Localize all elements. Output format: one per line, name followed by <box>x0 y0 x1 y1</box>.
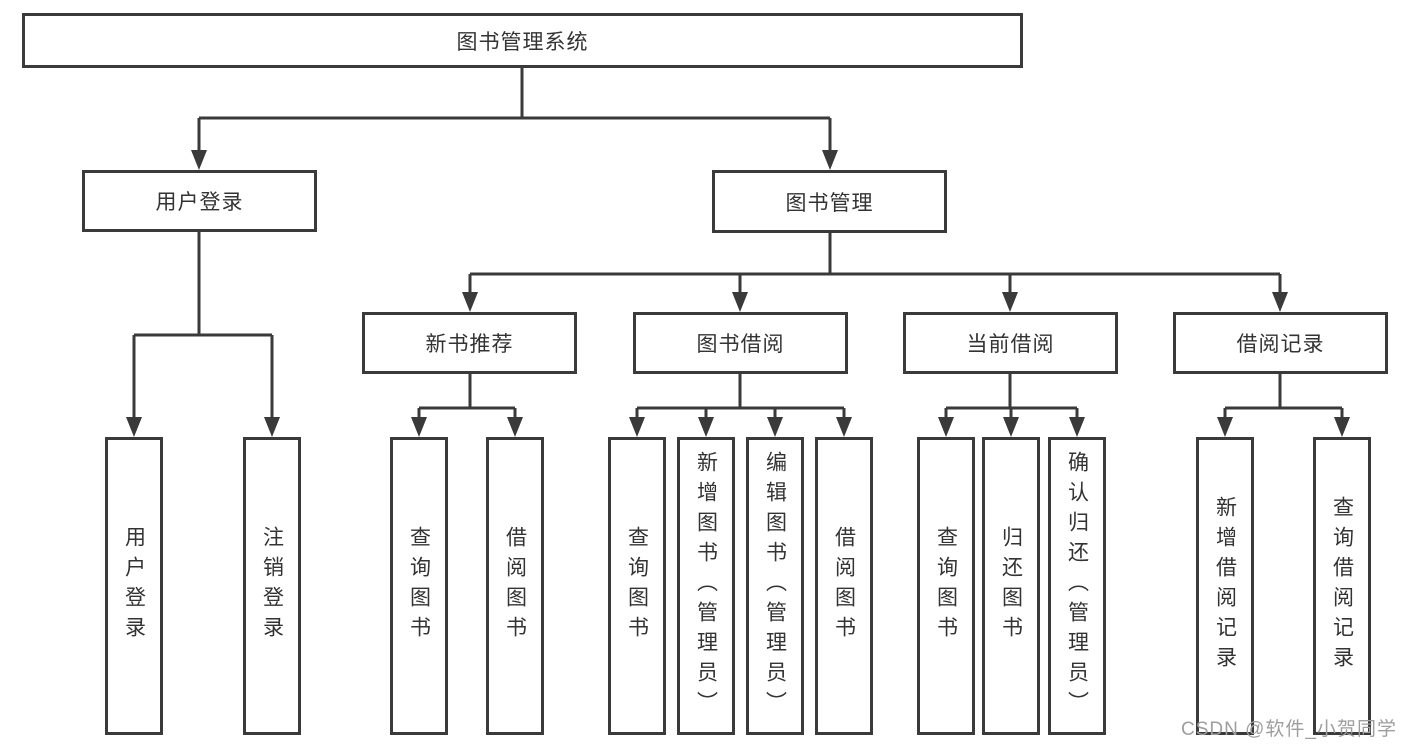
arrow-down-icon <box>836 417 852 437</box>
node-new-book-recommend: 新书推荐 <box>362 312 577 374</box>
leaf-current-return-books: 归还图书 <box>982 437 1040 735</box>
node-user-login: 用户登录 <box>82 170 317 232</box>
leaf-borrowing-edit-books-admin: 编辑图书（管理员） <box>746 437 804 735</box>
connector-user-login-children <box>132 232 274 419</box>
node-book-management: 图书管理 <box>712 170 947 233</box>
arrow-down-icon <box>732 292 748 312</box>
node-borrowing-records: 借阅记录 <box>1173 312 1388 374</box>
node-current-borrowing: 当前借阅 <box>903 312 1118 374</box>
leaf-records-query-record: 查询借阅记录 <box>1313 437 1371 735</box>
arrow-down-icon <box>1334 417 1350 437</box>
csdn-watermark: CSDN @软件_小贺同学 <box>1181 719 1397 740</box>
connector-borrowing-records-children <box>1223 374 1344 419</box>
arrow-down-icon <box>1002 292 1018 312</box>
node-book-borrowing: 图书借阅 <box>633 312 848 374</box>
arrow-down-icon <box>822 150 838 170</box>
arrow-down-icon <box>1217 417 1233 437</box>
connector-book-borrowing-children <box>635 374 846 419</box>
leaf-records-add-record: 新增借阅记录 <box>1196 437 1254 735</box>
arrow-down-icon <box>767 417 783 437</box>
leaf-borrowing-query-books: 查询图书 <box>608 437 666 735</box>
leaf-borrowing-add-books-admin: 新增图书（管理员） <box>677 437 735 735</box>
leaf-recommend-borrow-books: 借阅图书 <box>486 437 544 735</box>
connector-root-to-level2 <box>197 68 832 152</box>
leaf-user-login: 用户登录 <box>105 437 163 735</box>
arrow-down-icon <box>1003 417 1019 437</box>
arrow-down-icon <box>462 292 478 312</box>
connector-current-borrowing-children <box>944 374 1079 419</box>
node-root-library-management-system: 图书管理系统 <box>22 13 1023 68</box>
connector-new-book-recommend-children <box>417 374 517 419</box>
leaf-current-confirm-return-admin: 确认归还（管理员） <box>1048 437 1106 735</box>
arrow-down-icon <box>698 417 714 437</box>
connector-book-management-to-level3 <box>468 233 1282 294</box>
arrow-down-icon <box>411 417 427 437</box>
leaf-current-query-books: 查询图书 <box>917 437 975 735</box>
leaf-borrowing-borrow-books: 借阅图书 <box>815 437 873 735</box>
arrow-down-icon <box>191 150 207 170</box>
arrow-down-icon <box>1272 292 1288 312</box>
arrow-down-icon <box>126 417 142 437</box>
arrow-down-icon <box>264 417 280 437</box>
arrow-down-icon <box>938 417 954 437</box>
leaf-logout: 注销登录 <box>243 437 301 735</box>
arrow-down-icon <box>507 417 523 437</box>
leaf-recommend-query-books: 查询图书 <box>390 437 448 735</box>
arrow-down-icon <box>1069 417 1085 437</box>
arrow-down-icon <box>629 417 645 437</box>
